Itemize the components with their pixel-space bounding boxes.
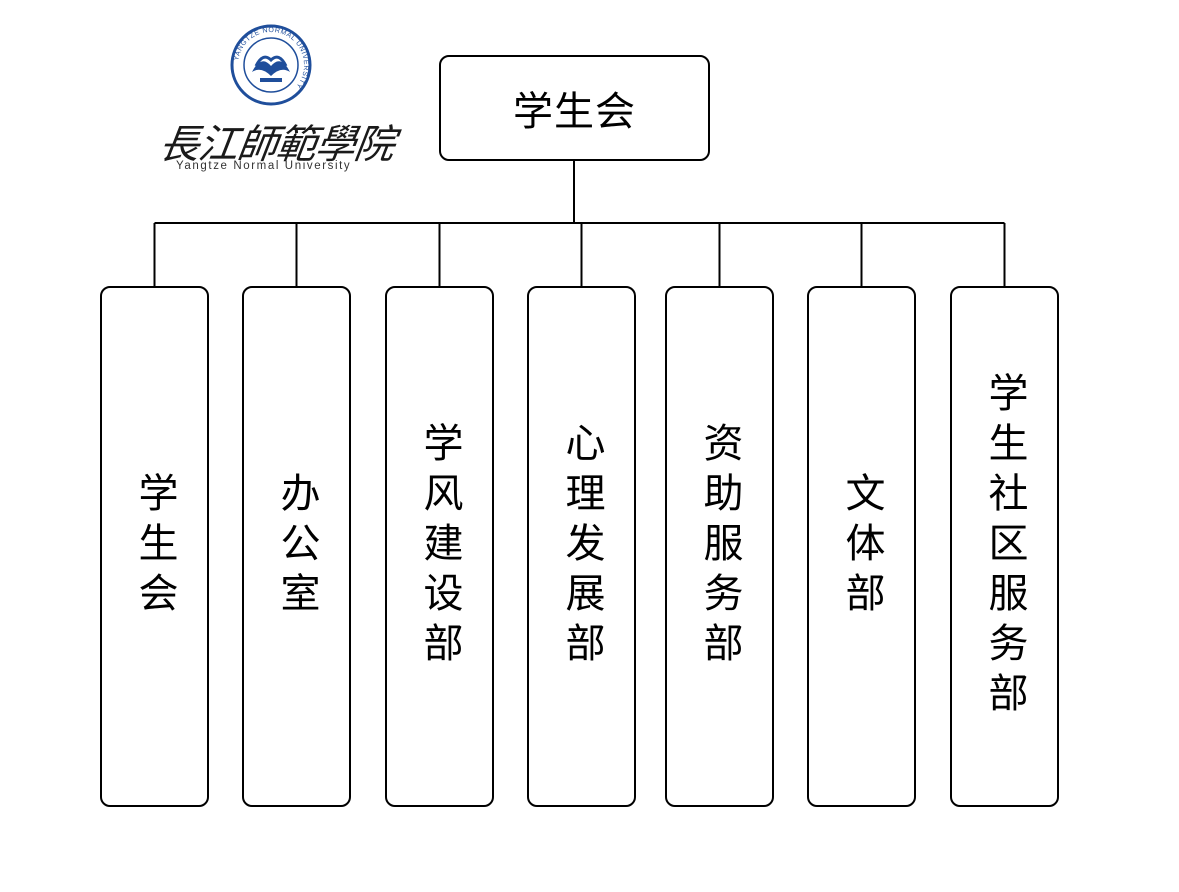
child-node-psychology: 心理发展部 xyxy=(527,286,636,807)
university-seal-icon: YANGTZE NORMAL UNIVERSITY xyxy=(230,24,312,106)
university-name-english: Yangtze Normal University xyxy=(176,160,352,172)
child-node-label: 学生社区服务部 xyxy=(981,371,1028,722)
child-node-label: 学生会 xyxy=(131,471,178,622)
university-logo: YANGTZE NORMAL UNIVERSITY 長江師範學院 Yangtze… xyxy=(156,22,397,182)
child-node-financial-aid: 资助服务部 xyxy=(665,286,774,807)
child-node-student-union: 学生会 xyxy=(100,286,209,807)
child-node-label: 心理发展部 xyxy=(558,421,605,672)
child-node-label: 学风建设部 xyxy=(416,421,463,672)
root-node-label: 学生会 xyxy=(513,89,636,135)
child-node-label: 文体部 xyxy=(838,471,885,622)
child-node-study-style: 学风建设部 xyxy=(385,286,494,807)
child-node-label: 办公室 xyxy=(273,471,320,622)
child-node-office: 办公室 xyxy=(242,286,351,807)
child-node-arts-sports: 文体部 xyxy=(807,286,916,807)
child-node-label: 资助服务部 xyxy=(696,421,743,672)
child-node-community: 学生社区服务部 xyxy=(950,286,1059,807)
root-node: 学生会 xyxy=(439,55,710,161)
